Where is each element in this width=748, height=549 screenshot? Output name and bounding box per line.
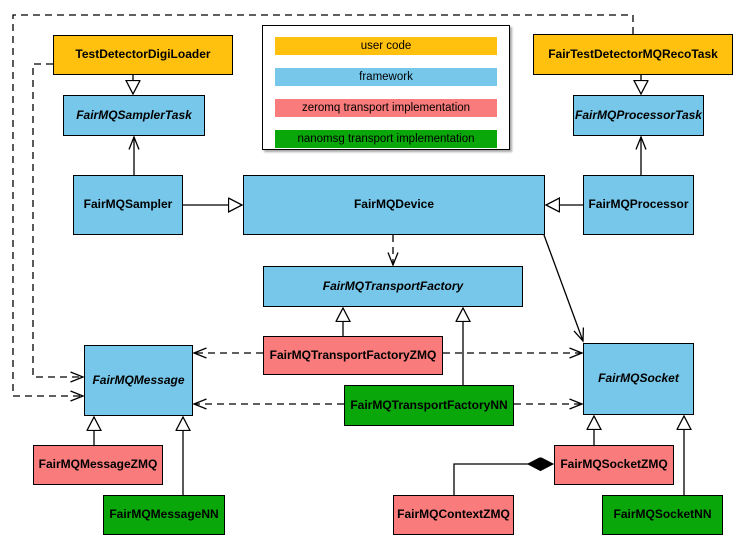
legend-item-user-code: user code — [275, 37, 497, 55]
legend-item-nanomsg: nanomsg transport implementation — [275, 130, 497, 148]
class-box-fairmqmessage: FairMQMessage — [84, 345, 193, 416]
class-box-fairmqmessagenn: FairMQMessageNN — [103, 495, 225, 535]
class-box-fairmqtransportfactorynn: FairMQTransportFactoryNN — [344, 385, 514, 426]
class-box-fairmqcontextzmq: FairMQContextZMQ — [393, 495, 514, 535]
class-box-fairtestdetectormqrecotask: FairTestDetectorMQRecoTask — [533, 34, 733, 75]
class-box-fairmqsocket: FairMQSocket — [583, 343, 694, 415]
legend: user code framework zeromq transport imp… — [262, 25, 510, 150]
edge-fairmqcontextzmq-fairmqsocketzmq-composition — [453, 464, 553, 495]
class-box-fairmqsamplertask: FairMQSamplerTask — [63, 95, 205, 136]
class-box-fairmqmessagezmq: FairMQMessageZMQ — [33, 445, 163, 485]
class-box-fairmqsocketzmq: FairMQSocketZMQ — [554, 445, 674, 485]
class-box-testdetectordigiloader: TestDetectorDigiLoader — [53, 35, 233, 75]
edge-fairtestdetectormqrecotask-to-fairmqmessage — [12, 14, 634, 396]
class-box-fairmqsocketnn: FairMQSocketNN — [602, 495, 723, 535]
legend-item-zeromq: zeromq transport implementation — [275, 99, 497, 117]
class-box-fairmqprocessor: FairMQProcessor — [583, 175, 694, 235]
class-box-fairmqprocessortask: FairMQProcessorTask — [573, 95, 704, 136]
class-box-fairmqtransportfactoryzmq: FairMQTransportFactoryZMQ — [263, 336, 443, 375]
class-box-fairmqdevice: FairMQDevice — [243, 175, 545, 235]
class-box-fairmqsampler: FairMQSampler — [73, 175, 183, 235]
edge-fairmqdevice-to-fairmqsocket — [543, 234, 583, 341]
legend-item-framework: framework — [275, 68, 497, 86]
class-box-fairmqtransportfactory: FairMQTransportFactory — [263, 266, 523, 307]
